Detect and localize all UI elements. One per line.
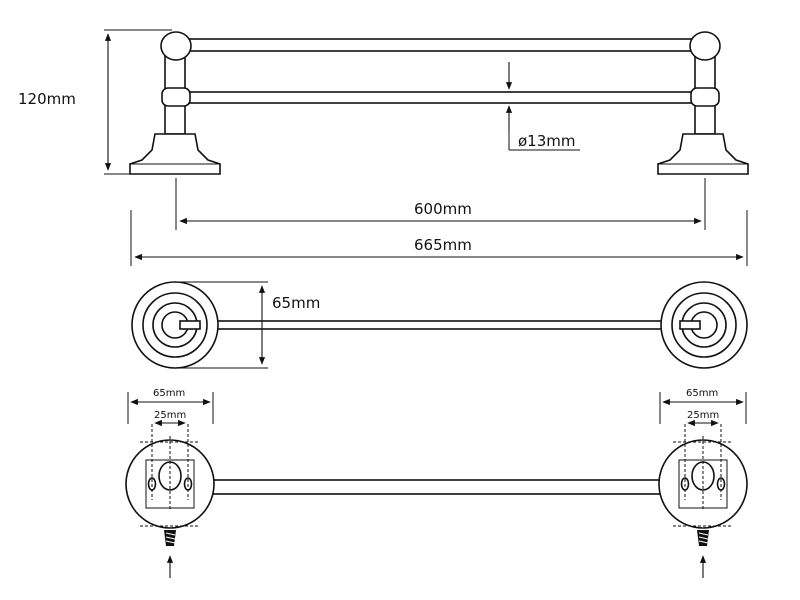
depth-dimension: 65mm	[175, 281, 320, 369]
top-view-rod	[179, 320, 701, 330]
bracket-spacing-label: 600mm	[414, 200, 472, 218]
right-screw-icon	[697, 530, 709, 546]
overall-length-label: 665mm	[414, 236, 472, 254]
rod-diameter-dimension: ø13mm	[505, 62, 580, 151]
left-screw-icon	[164, 530, 176, 546]
rod-diameter-label: ø13mm	[518, 132, 576, 150]
left-mounting-base: 65mm 25mm	[125, 388, 215, 578]
front-view: 120mm ø13mm 600mm 665mm	[18, 29, 749, 266]
right-front-bracket	[657, 31, 749, 175]
height-label: 120mm	[18, 90, 76, 108]
left-base-width-label: 65mm	[153, 388, 185, 399]
top-view: 65mm	[131, 281, 748, 369]
bracket-spacing-dimension: 600mm	[175, 178, 706, 230]
right-top-rosette	[660, 281, 748, 369]
right-hole-spacing-label: 25mm	[687, 410, 719, 421]
height-dimension: 120mm	[18, 29, 172, 175]
right-base-width-label: 65mm	[686, 388, 718, 399]
depth-label: 65mm	[272, 294, 320, 312]
left-top-rosette	[131, 281, 219, 369]
overall-length-dimension: 665mm	[130, 210, 748, 266]
upper-rod	[179, 38, 701, 52]
left-hole-spacing-label: 25mm	[154, 410, 186, 421]
mounting-view-rod	[211, 479, 663, 495]
mounting-view: 65mm 25mm 65mm	[125, 388, 748, 578]
lower-rod	[179, 91, 701, 104]
left-front-bracket	[129, 31, 221, 175]
right-mounting-base: 65mm 25mm	[658, 388, 748, 578]
